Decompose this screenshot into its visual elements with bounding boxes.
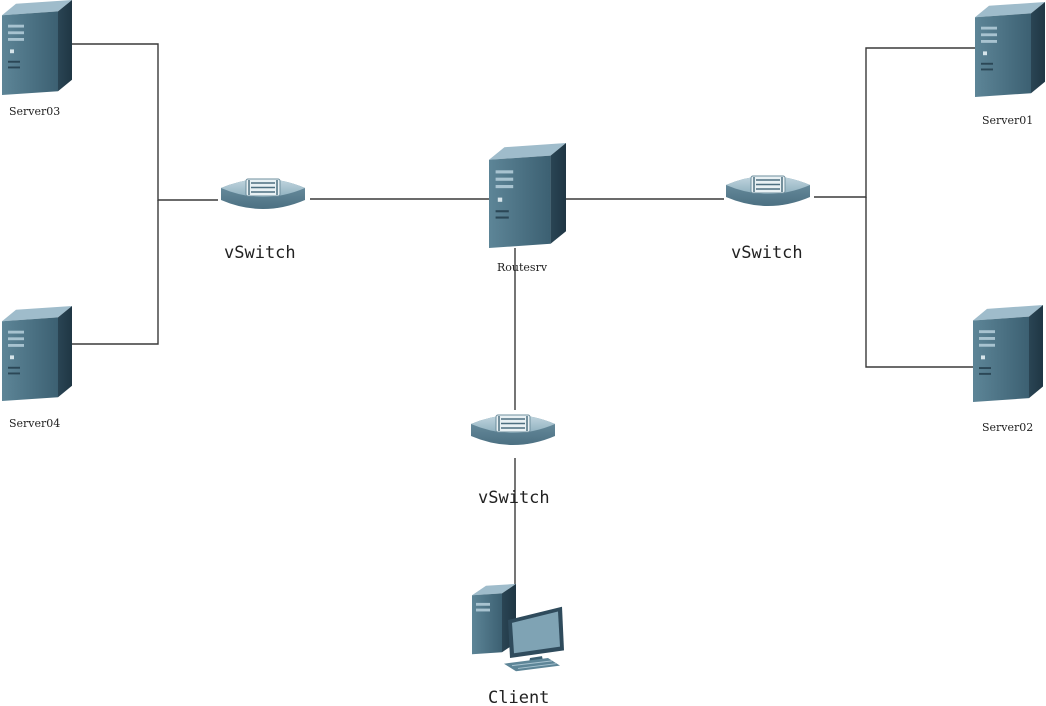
node-client[interactable]: Client (471, 583, 565, 706)
tower-server-icon (489, 143, 566, 248)
server02-label: Server02 (982, 421, 1033, 434)
tower-server-icon (2, 306, 72, 401)
vswitch-bottom-label: vSwitch (478, 488, 550, 508)
tower-server-icon (975, 2, 1045, 98)
server04-label: Server04 (9, 417, 60, 430)
client-label: Client (488, 688, 549, 706)
link-vswitch-right-server02 (865, 197, 976, 368)
desktop-computer-icon (471, 583, 565, 672)
server03-label: Server03 (9, 105, 60, 118)
node-server01[interactable]: Server01 (975, 2, 1045, 127)
server01-label: Server01 (982, 114, 1033, 127)
network-switch-icon (470, 414, 556, 446)
node-server04[interactable]: Server04 (2, 306, 72, 430)
node-server03[interactable]: Server03 (2, 0, 72, 118)
tower-server-icon (2, 0, 72, 96)
network-switch-icon (220, 178, 306, 210)
routesrv-label: Routesrv (497, 261, 548, 274)
node-vswitch-bottom[interactable]: vSwitch (470, 414, 556, 508)
node-vswitch-right[interactable]: vSwitch (725, 175, 811, 263)
network-switch-icon (725, 175, 811, 207)
link-server03-vswitch-left (72, 43, 218, 201)
tower-server-icon (973, 305, 1043, 402)
vswitch-left-label: vSwitch (224, 243, 296, 263)
node-routesrv[interactable]: Routesrv (489, 143, 566, 274)
node-server02[interactable]: Server02 (973, 305, 1043, 434)
vswitch-right-label: vSwitch (731, 243, 803, 263)
link-server04-vswitch-left (72, 200, 159, 345)
node-vswitch-left[interactable]: vSwitch (220, 178, 306, 263)
link-lines (72, 43, 976, 585)
link-vswitch-right-server01 (814, 47, 976, 198)
